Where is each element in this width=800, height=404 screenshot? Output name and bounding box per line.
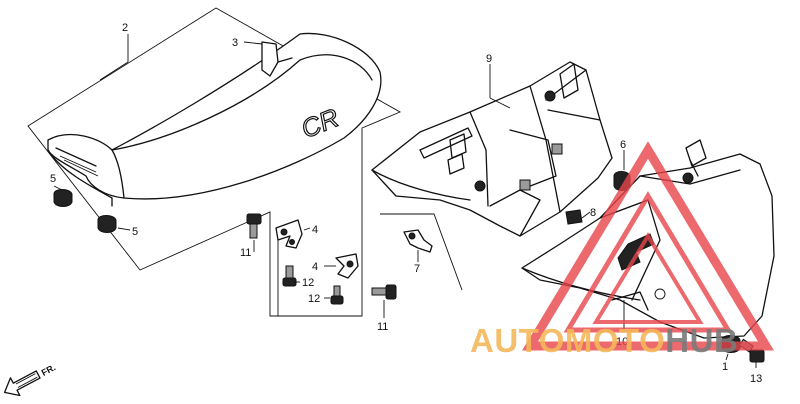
direction-label: FR. (40, 362, 57, 378)
clip-7 (403, 229, 433, 253)
callout-6: 6 (620, 139, 626, 151)
callout-2: 2 (122, 22, 128, 34)
callouts: 2 3 5 5 4 4 11 12 12 11 7 9 6 8 10 1 13 (50, 22, 762, 385)
callout-4-lower: 4 (312, 261, 318, 273)
callout-7: 7 (414, 263, 420, 275)
seat-grommet-upper (53, 189, 73, 207)
callout-11-lower: 11 (377, 321, 388, 333)
bolt-11-lower (371, 284, 397, 300)
callout-4-upper: 4 (312, 224, 318, 236)
seat-grommet-lower (97, 215, 117, 233)
leader-lines (53, 34, 757, 368)
watermark-text: AUTOMOTOHUB (470, 322, 738, 359)
front-direction-arrow: FR. (3, 362, 57, 397)
callout-8: 8 (590, 207, 596, 219)
bolt-11-upper (246, 213, 262, 239)
watermark-text-automoto: AUTOMOTO (470, 322, 665, 359)
seat-strap (261, 41, 279, 77)
bolt-12-left (282, 265, 297, 287)
bracket-4-upper (275, 219, 303, 249)
seat-group: CR (27, 7, 402, 317)
side-cover-9 (371, 61, 613, 237)
watermark-text-hub: HUB (665, 322, 738, 359)
bracket-4-lower (335, 253, 359, 279)
watermark: AUTOMOTOHUB (470, 141, 774, 359)
callout-1: 1 (722, 361, 728, 373)
callout-5-lower: 5 (132, 226, 138, 238)
callout-12-left: 12 (302, 277, 314, 289)
callout-3: 3 (232, 37, 238, 49)
bolt-12-right (330, 285, 344, 305)
callout-11-upper: 11 (240, 247, 251, 259)
watermark-triangle (522, 141, 774, 351)
callout-12-right: 12 (308, 293, 320, 305)
bracket-group (246, 213, 362, 317)
callout-13: 13 (750, 373, 762, 385)
callout-5-upper: 5 (50, 173, 56, 185)
callout-9: 9 (486, 53, 492, 65)
collar-8 (565, 209, 583, 225)
